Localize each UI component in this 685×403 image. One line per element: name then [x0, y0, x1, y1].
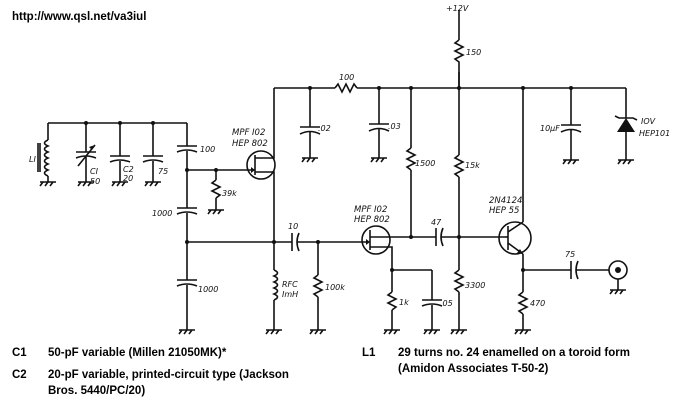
label-supply: +12V	[446, 4, 469, 13]
output-connector	[608, 260, 628, 295]
label-c75-out: 75	[565, 250, 575, 259]
label-r39k: 39k	[222, 189, 237, 198]
label-c2: C2	[123, 165, 134, 174]
note-c2-ref: C2	[12, 369, 27, 381]
label-q2-b: HEP 802	[354, 215, 390, 225]
label-zener-part: HEP101	[639, 129, 670, 138]
label-q1-b: HEP 802	[232, 139, 268, 149]
label-r150: 150	[466, 48, 481, 57]
capacitor-02	[299, 88, 321, 163]
label-rfc: RFC	[282, 280, 298, 289]
label-c10uf: 10μF	[540, 124, 560, 133]
jfet-q2	[361, 225, 443, 335]
resistor-1500	[405, 88, 417, 237]
note-c2-text2: Bros. 5440/PC/20)	[48, 385, 146, 397]
label-r15k: 15k	[465, 161, 480, 170]
resistor-150	[453, 39, 465, 88]
bjt-q3	[498, 221, 571, 335]
label-q1-a: MPF I02	[232, 128, 265, 138]
junction-dots	[84, 86, 573, 272]
label-r1k: 1k	[399, 298, 409, 307]
resistor-100-series	[334, 82, 358, 94]
note-l1-text: 29 turns no. 24 enamelled on a toroid fo…	[398, 347, 630, 359]
note-c2: C2 20-pF variable, printed-circuit type (…	[12, 367, 289, 399]
capacitor-03	[368, 88, 390, 163]
rfc-choke	[265, 242, 282, 335]
label-c1-val: 50	[90, 177, 100, 186]
label-zener-v: IOV	[641, 117, 656, 126]
label-r1500: 1500	[415, 159, 435, 168]
input-tank	[37, 122, 198, 335]
label-c47: 47	[431, 218, 442, 227]
label-r3300: 3300	[465, 281, 485, 290]
label-c05: .05	[440, 299, 453, 308]
note-c2-text: 20-pF variable, printed-circuit type (Ja…	[48, 369, 289, 381]
jfet-q1	[187, 150, 276, 242]
resistor-100k	[309, 242, 326, 335]
label-l1: LI	[29, 155, 36, 164]
source-url: http://www.qsl.net/va3iul	[12, 11, 147, 23]
zener-diode	[614, 88, 638, 165]
inductor-l1	[43, 139, 51, 177]
label-r100-top: 100	[339, 73, 354, 82]
label-q3-b: HEP 55	[489, 206, 519, 216]
label-q3-a: 2N4124	[489, 196, 522, 206]
label-c10: 10	[288, 222, 298, 231]
supply-section	[453, 10, 465, 88]
note-l1: L1 29 turns no. 24 enamelled on a toroid …	[362, 345, 630, 377]
label-c02: .02	[318, 124, 331, 133]
label-c1000-b: 1000	[198, 285, 218, 294]
label-rfc-val: ImH	[282, 290, 298, 299]
capacitor-10uf	[560, 88, 582, 165]
label-c1000-a: 1000	[152, 209, 172, 218]
note-c1: C1 50-pF variable (Millen 21050MK)*	[12, 345, 226, 361]
label-q2-a: MPF I02	[354, 205, 387, 215]
note-c1-ref: C1	[12, 347, 27, 359]
resistor-15k	[453, 88, 465, 270]
label-c100: 100	[200, 145, 215, 154]
resistor-3300	[450, 269, 467, 335]
note-l1-ref: L1	[362, 347, 376, 359]
label-r470: 470	[530, 299, 545, 308]
label-c2-val: 20	[123, 174, 133, 183]
note-c1-text: 50-pF variable (Millen 21050MK)*	[48, 347, 227, 359]
label-c75: 75	[158, 167, 168, 176]
label-c1: CI	[90, 167, 99, 176]
note-l1-text2: (Amidon Associates T-50-2)	[398, 363, 549, 375]
label-r100k: 100k	[325, 283, 345, 292]
label-c03: .03	[388, 122, 401, 131]
